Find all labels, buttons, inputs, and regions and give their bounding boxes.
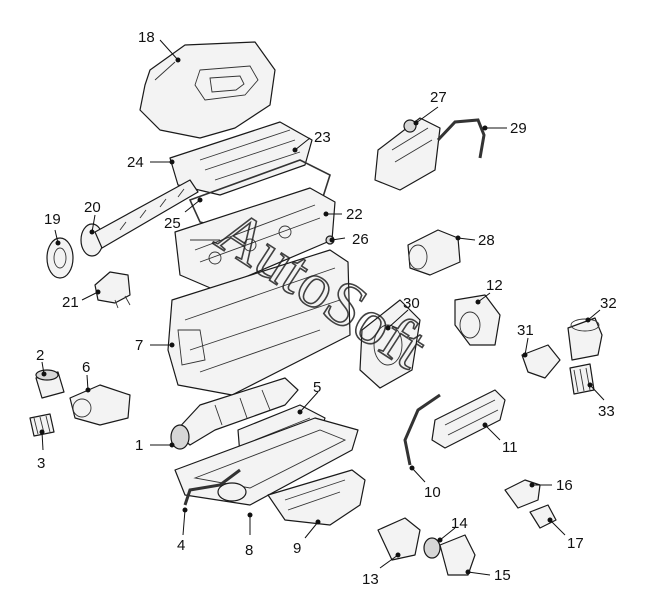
callout-4: 4: [177, 537, 185, 554]
camshaft-solenoid: [94, 271, 131, 309]
callout-7: 7: [135, 337, 143, 354]
callout-28: 28: [478, 232, 495, 249]
callout-20: 20: [84, 199, 101, 216]
thermostat-housing: [454, 294, 501, 346]
callouts: 18 23 24 25 22 26 20 19 21 7 2 6 3 1 5 4…: [36, 29, 617, 588]
callout-16: 16: [556, 477, 573, 494]
callout-29: 29: [510, 120, 527, 137]
oil-filter-housing-2: [35, 369, 65, 399]
callout-23: 23: [314, 129, 331, 146]
callout-26: 26: [352, 231, 369, 248]
callout-5: 5: [313, 379, 321, 396]
callout-32: 32: [600, 295, 617, 312]
callout-33: 33: [598, 403, 615, 420]
callout-30: 30: [403, 295, 420, 312]
crankshaft: [170, 377, 299, 450]
callout-24: 24: [127, 154, 144, 171]
valve-cover: [169, 121, 313, 196]
oil-cooler: [431, 389, 506, 449]
camshaft: [80, 179, 199, 257]
engine-block: [167, 249, 351, 396]
injection-pump: [374, 117, 441, 191]
callout-10: 10: [424, 484, 441, 501]
callout-8: 8: [245, 542, 253, 559]
fuel-filter-element: [569, 363, 595, 395]
oil-filter-element-3: [29, 413, 55, 437]
callout-31: 31: [517, 322, 534, 339]
cylinder-head: [174, 187, 336, 291]
callout-6: 6: [82, 359, 90, 376]
pipe-29: [436, 118, 486, 159]
cooler-pipe-10: [403, 393, 441, 466]
callout-25: 25: [164, 215, 181, 232]
engine-cover: [139, 41, 276, 139]
callout-3: 3: [37, 455, 45, 472]
callout-11: 11: [502, 439, 518, 456]
water-outlet-13: [377, 517, 421, 561]
oil-pickup-tube: [183, 468, 247, 506]
thermostat-14: [423, 537, 441, 559]
callout-21: 21: [62, 294, 79, 311]
starter-motor: [407, 229, 461, 276]
callout-14: 14: [451, 515, 468, 532]
callout-27: 27: [430, 89, 447, 106]
sensor-16: [504, 479, 541, 509]
callout-18: 18: [138, 29, 155, 46]
oil-pan: [267, 469, 366, 526]
timing-cover: [359, 299, 421, 389]
callout-12: 12: [486, 277, 503, 294]
housing-15: [439, 534, 476, 576]
callout-13: 13: [362, 571, 379, 588]
callout-22: 22: [346, 206, 363, 223]
sensor-17: [529, 504, 557, 529]
bracket-31: [521, 344, 561, 379]
fuel-filter-head: [567, 317, 603, 361]
callout-9: 9: [293, 540, 301, 557]
callout-19: 19: [44, 211, 61, 228]
callout-1: 1: [135, 437, 143, 454]
camshaft-sprocket-19: [46, 237, 74, 279]
oil-filter-bracket: [69, 384, 131, 426]
leader-lines: [39, 39, 605, 576]
callout-2: 2: [36, 347, 44, 364]
callout-17: 17: [567, 535, 584, 552]
callout-15: 15: [494, 567, 511, 584]
